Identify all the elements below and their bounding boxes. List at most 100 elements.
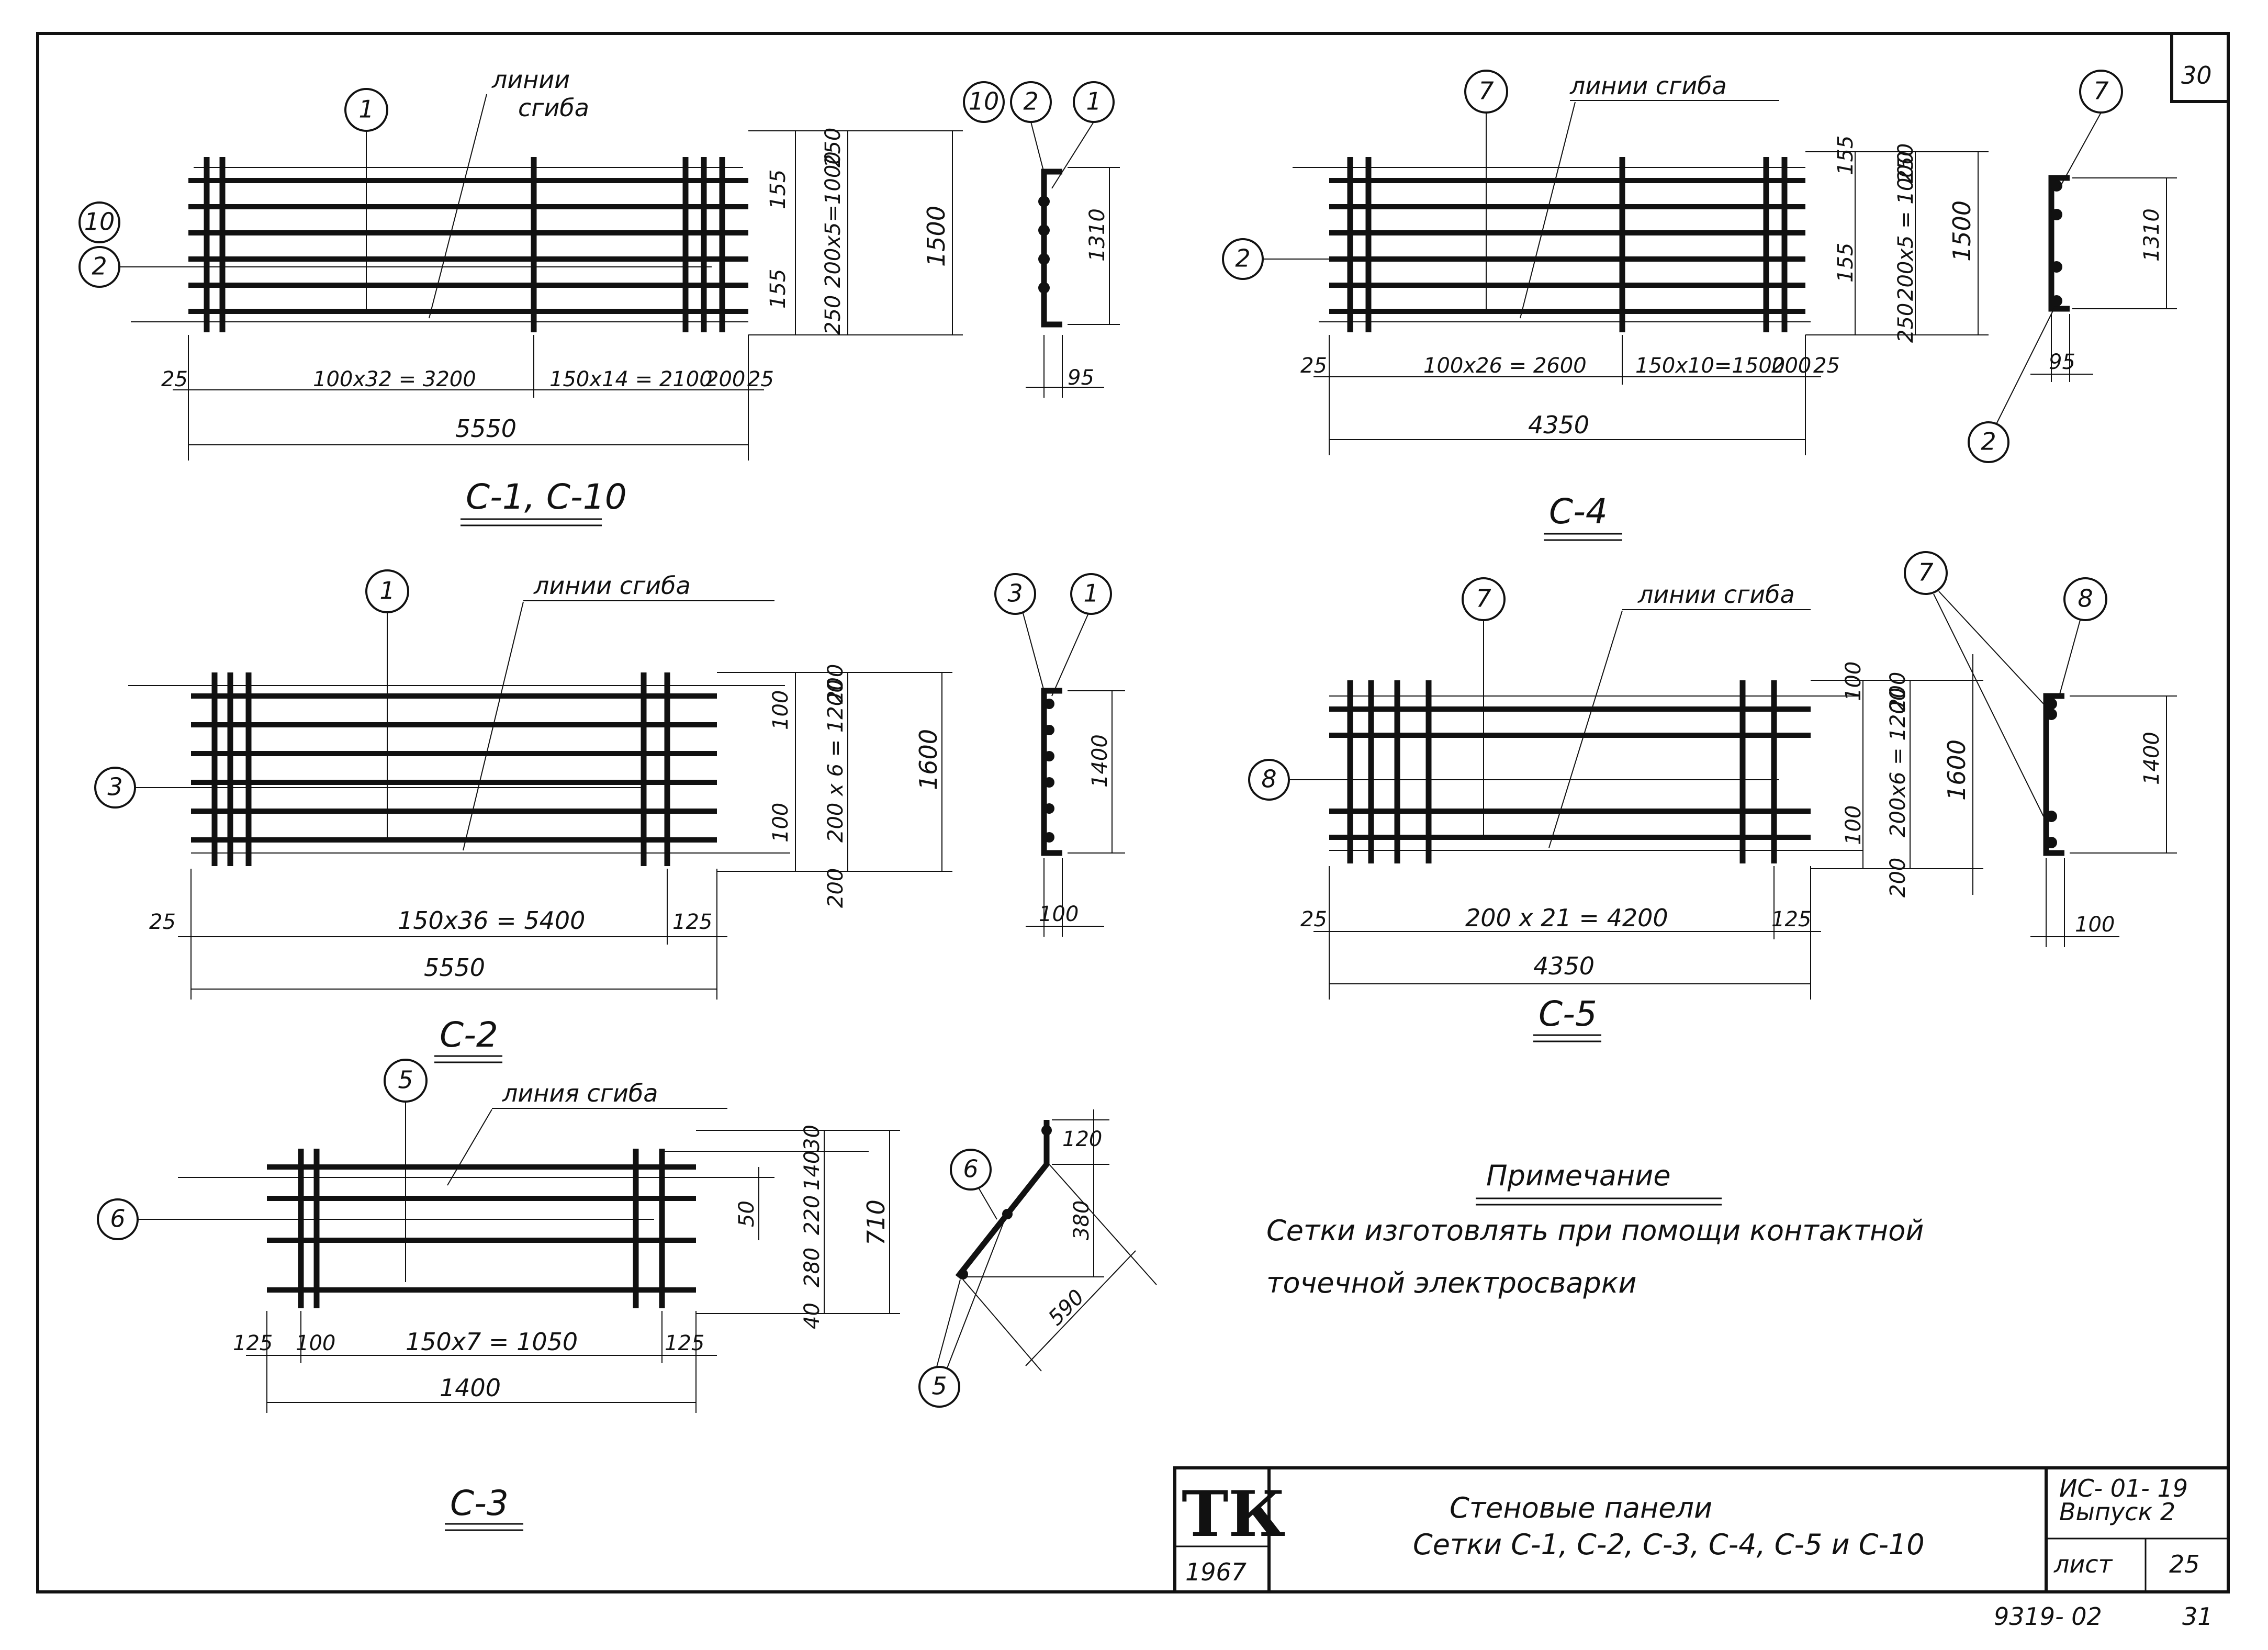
dim-text: 1310 [1085,208,1109,262]
position-number: 7 [2093,77,2108,105]
leader-line [1051,613,1089,697]
dim-text: 150x10=1500 [1635,354,1785,378]
position-number: 2 [1235,244,1250,273]
position-number: 7 [1478,77,1494,105]
footer-code: 9319- 02 [1994,1602,2102,1631]
mesh-c2: 1 3 линии сгиба 25 150x36 = 5400 125 555… [94,569,1125,1063]
position-number: 1 [379,577,395,605]
bend-label: линия сгиба [502,1079,658,1107]
leader-line [947,1219,1005,1368]
position-marker [1070,573,1112,615]
position-number: 2 [1981,428,1996,456]
mesh-c4: 7 2 линии сгиба 25 100x26 = 2600 150x10=… [1222,70,2177,541]
dim-text: 200 x 21 = 4200 [1465,904,1668,932]
section-profile [2048,175,2070,312]
mesh-c1: 1 10 2 линии сгиба 25 100x32 = 3200 150x… [78,65,1120,526]
position-number: 6 [110,1205,125,1233]
position-number: 5 [398,1066,413,1094]
leader-line [2059,620,2081,697]
bend-label: линии сгиба [1569,72,1727,100]
bend-label: линии [491,65,570,94]
corner-number-box [2170,32,2230,103]
dim-text: 150x14 = 2100 [549,367,713,391]
position-number: 3 [1007,579,1023,608]
dim-text: 200x5=1000 [821,151,845,288]
bend-label: линии сгиба [1637,580,1795,609]
dim-text: 100 [296,1331,335,1355]
dim-text: 100 [1039,902,1079,926]
section-bar [1044,832,1054,843]
position-number: 7 [1918,558,1933,587]
dim-text: 100 [769,803,793,843]
dim-text: 30 [800,1125,824,1151]
dim-text: 1600 [914,729,942,790]
corner-number: 30 [2181,61,2212,89]
section-bar [2046,811,2057,822]
extension-line [962,1279,1042,1372]
dim-text: 100 [769,690,793,730]
position-number: 10 [969,87,1000,116]
leader-line [2059,112,2102,189]
leader-line [1933,593,2044,817]
leader-line [1996,308,2054,424]
dim-text: 100 [1842,661,1866,701]
dimension-line [1025,1250,1136,1366]
position-number: 1 [358,95,374,124]
leader-line [1548,610,1623,848]
dim-text: 380 [1070,1200,1094,1240]
dim-text: 200 [705,367,745,391]
section-bar [2051,261,2062,273]
position-number: 2 [92,252,107,280]
mesh-title: С-3 [450,1483,509,1523]
dim-text: 220 [800,1195,824,1235]
title-block-frame [1173,1466,2230,1593]
dim-text: 100x26 = 2600 [1423,354,1587,378]
section-bar [2046,698,2057,710]
note-line: Сетки изготовлять при помощи контактной [1266,1214,1924,1247]
position-number: 10 [84,208,115,236]
position-number: 2 [1023,87,1038,116]
sheet-subtitle: Сетки С-1, С-2, С-3, С-4, С-5 и С-10 [1413,1528,1925,1561]
note-heading: Примечание [1486,1159,1671,1192]
dim-text: 40 [800,1303,824,1329]
mesh-c3: 5 6 линия сгиба 125 100 150x7 = 1050 125… [97,1059,1157,1531]
dim-text: 710 [862,1199,890,1245]
position-number: 8 [1261,765,1276,793]
dim-text: 200 x 6 = 1200 [824,679,848,843]
dim-text: 25 [1300,907,1327,931]
mesh-title: С-1, С-10 [466,477,627,517]
section-profile [1041,169,1062,328]
extension-line [1049,1164,1157,1285]
position-number: 3 [107,773,122,801]
leader-line [429,94,487,319]
sheet-label: лист [2053,1550,2113,1578]
position-number: 6 [963,1155,978,1183]
dim-text: 250 [821,128,845,167]
dim-text: 95 [1068,366,1094,390]
leader-line [1023,613,1045,691]
section-profile [1041,688,1062,856]
dim-text: 120 [1062,1127,1102,1151]
dim-text: 125 [233,1331,273,1355]
dim-text: 1310 [2140,208,2164,262]
dim-text: 200 [1886,858,1910,897]
leader-line [1030,121,1045,173]
note-block: Примечание Сетки изготовлять при помощи … [1266,1159,1924,1299]
position-marker [994,573,1036,615]
dim-text: 125 [672,910,712,934]
footer-page: 31 [2182,1602,2213,1631]
section-bar [1002,1209,1013,1219]
dim-text: 1500 [922,206,950,267]
dim-text: 1400 [2140,732,2164,785]
section-profile [955,1120,1050,1279]
position-marker [2063,577,2107,621]
dim-text: 50 [735,1200,759,1227]
dim-text: 1600 [1943,739,1971,801]
dim-text: 4350 [1533,952,1595,980]
mesh-title: С-2 [440,1015,498,1055]
section-bar [2051,295,2062,307]
stamp-logo: ТК [1182,1477,1285,1551]
dim-text: 150x7 = 1050 [406,1328,578,1356]
dim-text: 125 [665,1331,704,1355]
position-marker [1904,551,1948,595]
